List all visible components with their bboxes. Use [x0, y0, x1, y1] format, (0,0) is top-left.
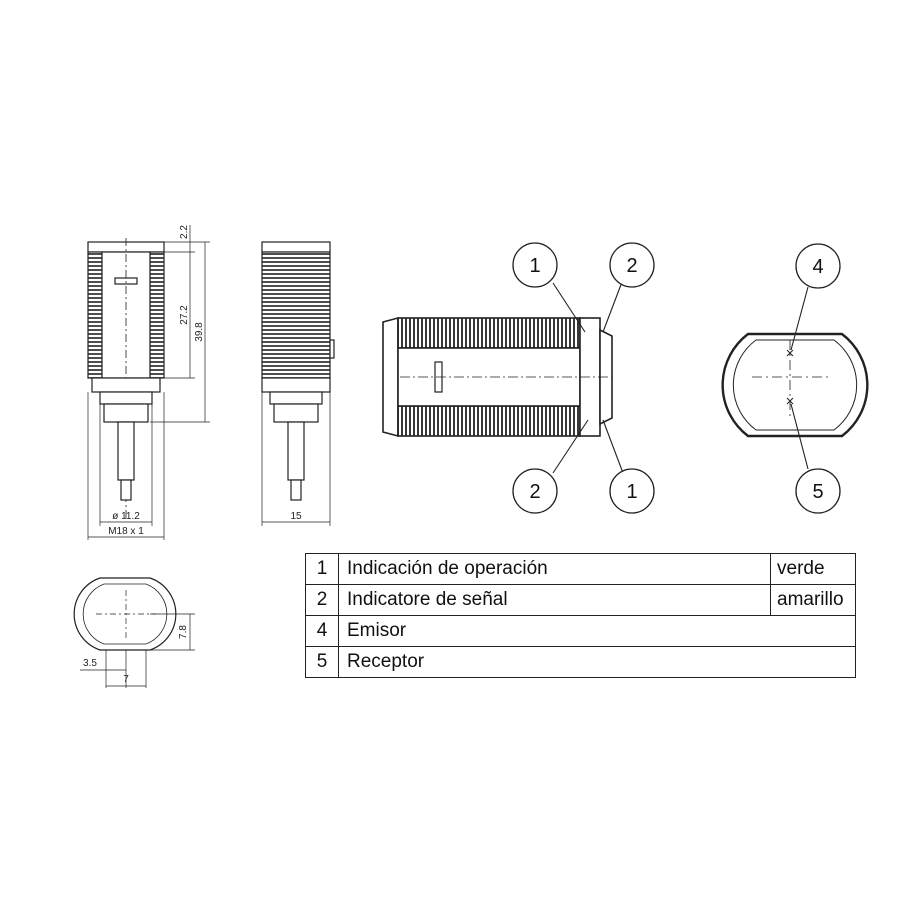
legend-description: Receptor: [338, 646, 856, 678]
legend-number: 5: [305, 646, 339, 678]
legend-description: Emisor: [338, 615, 856, 647]
side-cable: [287, 421, 305, 481]
lens-face-view: [721, 332, 869, 438]
legend-row: 2 Indicatore de señal amarillo: [305, 584, 856, 616]
dim-top-gap: 2.2: [179, 225, 190, 239]
sensor-rear-nut: [382, 316, 399, 438]
side-tab: [329, 339, 335, 359]
front-neck: [99, 391, 153, 405]
svg-text:1: 1: [626, 481, 637, 503]
svg-text:2: 2: [529, 481, 540, 503]
dim-total-length: 39.8: [194, 322, 205, 342]
callout-signal-bottom: 2: [512, 468, 558, 514]
svg-text:1: 1: [529, 255, 540, 277]
callout-leaders: [552, 281, 809, 474]
front-view: [87, 225, 210, 540]
dim-face-height: 7.8: [178, 625, 189, 639]
lens-inner: [732, 339, 858, 431]
sensor-thread-bottom: [397, 405, 581, 437]
legend-color: amarillo: [770, 584, 856, 616]
side-head: [261, 241, 331, 253]
side-thread: [261, 251, 331, 379]
legend-table: 1 Indicación de operación verde 2 Indica…: [305, 553, 856, 678]
side-cable-tip: [290, 479, 302, 501]
legend-row: 1 Indicación de operación verde: [305, 553, 856, 585]
callout-operation-top: 1: [512, 242, 558, 288]
emitter-mark: [786, 349, 794, 357]
dim-thread-length: 27.2: [179, 305, 190, 325]
legend-number: 4: [305, 615, 339, 647]
callout-signal-top: 2: [609, 242, 655, 288]
callout-emitter: 4: [795, 243, 841, 289]
receiver-mark: [786, 397, 794, 405]
svg-text:5: 5: [812, 481, 823, 503]
legend-description: Indicación de operación: [338, 553, 771, 585]
face-inner: [82, 583, 168, 645]
dim-face-width: 7: [123, 674, 129, 685]
dim-face-offset: 3.5: [83, 658, 97, 669]
face-view: [73, 577, 195, 688]
sensor-thread-top: [397, 317, 581, 349]
svg-text:4: 4: [812, 256, 823, 278]
legend-row: 5 Receptor: [305, 646, 856, 678]
side-collar: [273, 403, 319, 423]
legend-row: 4 Emisor: [305, 615, 856, 647]
legend-description: Indicatore de señal: [338, 584, 771, 616]
side-nut: [261, 377, 331, 393]
front-cable-tip: [120, 479, 132, 501]
horizontal-sensor-view: [382, 316, 613, 438]
side-neck: [269, 391, 323, 405]
dim-side-width: 15: [290, 511, 302, 522]
lens-outline: [721, 332, 869, 438]
side-view: [261, 241, 335, 526]
front-thread-left: [87, 251, 103, 379]
front-thread-right: [149, 251, 165, 379]
callout-receiver: 5: [795, 468, 841, 514]
legend-color: verde: [770, 553, 856, 585]
front-collar: [103, 403, 149, 423]
legend-number: 1: [305, 553, 339, 585]
dim-inner-diameter: ø 11.2: [112, 511, 140, 522]
front-cable: [117, 421, 135, 481]
legend-number: 2: [305, 584, 339, 616]
svg-text:2: 2: [626, 255, 637, 277]
dim-thread: M18 x 1: [108, 526, 144, 537]
callout-operation-bottom: 1: [609, 468, 655, 514]
front-nut: [91, 377, 161, 393]
